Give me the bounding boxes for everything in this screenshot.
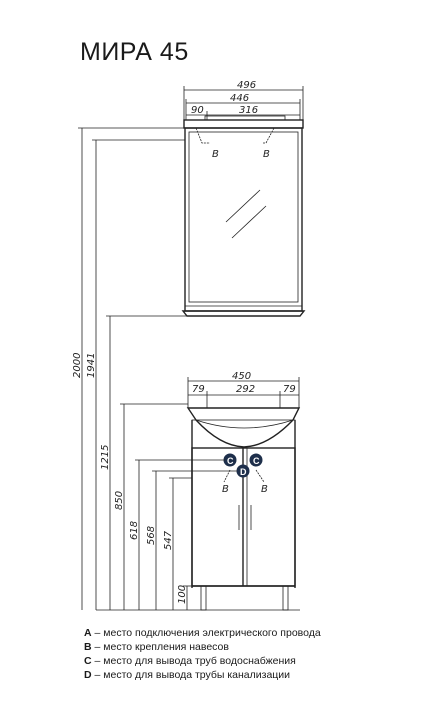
- legend-item-b: B – место крепления навесов: [84, 640, 229, 654]
- height-618: 618: [129, 521, 140, 540]
- leg-right: [282, 585, 289, 611]
- height-1215: 1215: [100, 445, 111, 470]
- cabinet-dimensions: [187, 377, 300, 408]
- legend-item-c: C – место для вывода труб водоснабжения: [84, 654, 296, 668]
- height-100: 100: [177, 585, 188, 604]
- cabinet-right-offset: 79: [283, 384, 296, 395]
- mirror-top-shelf: [183, 119, 304, 129]
- legend-text: – место для вывода трубы канализации: [91, 669, 291, 681]
- height-1941: 1941: [86, 353, 97, 378]
- mirror-body: [184, 127, 303, 312]
- sink-basin: [186, 407, 301, 448]
- cabinet-mount-marker-left: B: [222, 484, 229, 495]
- page-title: МИРА 45: [80, 38, 189, 66]
- marker-c-right: [249, 453, 263, 467]
- mirror-dimensions: [183, 86, 304, 120]
- leg-left: [200, 585, 207, 611]
- height-dimension-lines: [78, 127, 237, 610]
- reflection-mark: [231, 205, 267, 239]
- cabinet-width: 450: [232, 371, 251, 382]
- legend-key: A: [84, 627, 92, 639]
- marker-d: [236, 464, 250, 478]
- cabinet-center-width: 292: [236, 384, 255, 395]
- height-547: 547: [163, 530, 174, 550]
- legend-key: C: [84, 655, 92, 667]
- marker-d-label: D: [240, 467, 247, 477]
- legend-text: – место подключения электрического прово…: [91, 627, 321, 639]
- height-850: 850: [114, 491, 125, 510]
- mirror-overall-width: 496: [237, 80, 256, 91]
- cabinet-left-offset: 79: [192, 384, 205, 395]
- mirror-bottom: [181, 310, 306, 317]
- mirror-mount-spacing: 316: [239, 105, 258, 116]
- mount-marker-right: B: [263, 149, 270, 160]
- height-568: 568: [146, 526, 157, 545]
- reflection-mark: [225, 189, 261, 223]
- mirror-left-offset: 90: [191, 105, 204, 116]
- marker-c-left: [223, 453, 237, 467]
- marker-c-left-label: C: [227, 456, 234, 466]
- mount-marker-left: B: [212, 149, 219, 160]
- legend-key: D: [84, 669, 92, 681]
- height-2000: 2000: [72, 353, 83, 378]
- legend-key: B: [84, 641, 92, 653]
- legend-text: – место для вывода труб водоснабжения: [91, 655, 296, 667]
- mirror-lamp: [204, 115, 286, 121]
- mirror-cabinet: [181, 115, 306, 317]
- mirror-inner-width: 446: [230, 93, 249, 104]
- legend-text: – место крепления навесов: [91, 641, 229, 653]
- vanity-cabinet: [96, 407, 301, 611]
- marker-c-right-label: C: [253, 456, 260, 466]
- cabinet-mount-marker-right: B: [261, 484, 268, 495]
- legend-item-a: A – место подключения электрического про…: [84, 626, 321, 640]
- legend-item-d: D – место для вывода трубы канализации: [84, 668, 290, 682]
- mirror-glass: [188, 131, 299, 303]
